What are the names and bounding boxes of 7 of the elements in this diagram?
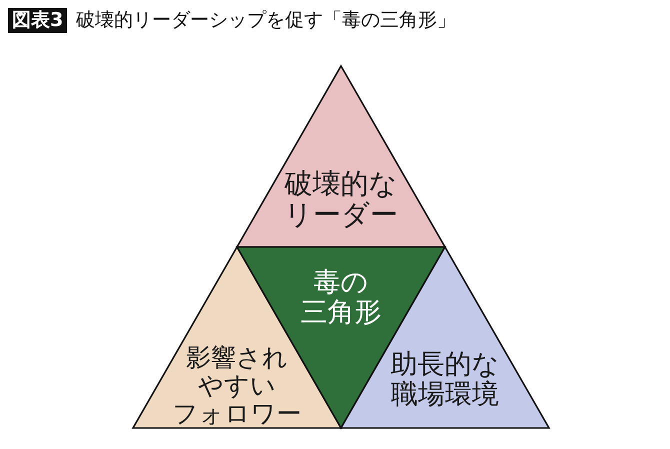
triangle-segment — [237, 66, 445, 247]
segment-label: 助長的な職場環境 — [390, 350, 500, 410]
figure-number: 図表3 — [8, 8, 68, 33]
segment-label: 毒の三角形 — [300, 268, 382, 328]
segment-label: 破壊的なリーダー — [284, 168, 398, 231]
segment-label: 影響されやすいフォロワー — [172, 344, 302, 428]
diagram-title: 破壊的リーダーシップを促す「毒の三角形」 — [76, 8, 456, 33]
